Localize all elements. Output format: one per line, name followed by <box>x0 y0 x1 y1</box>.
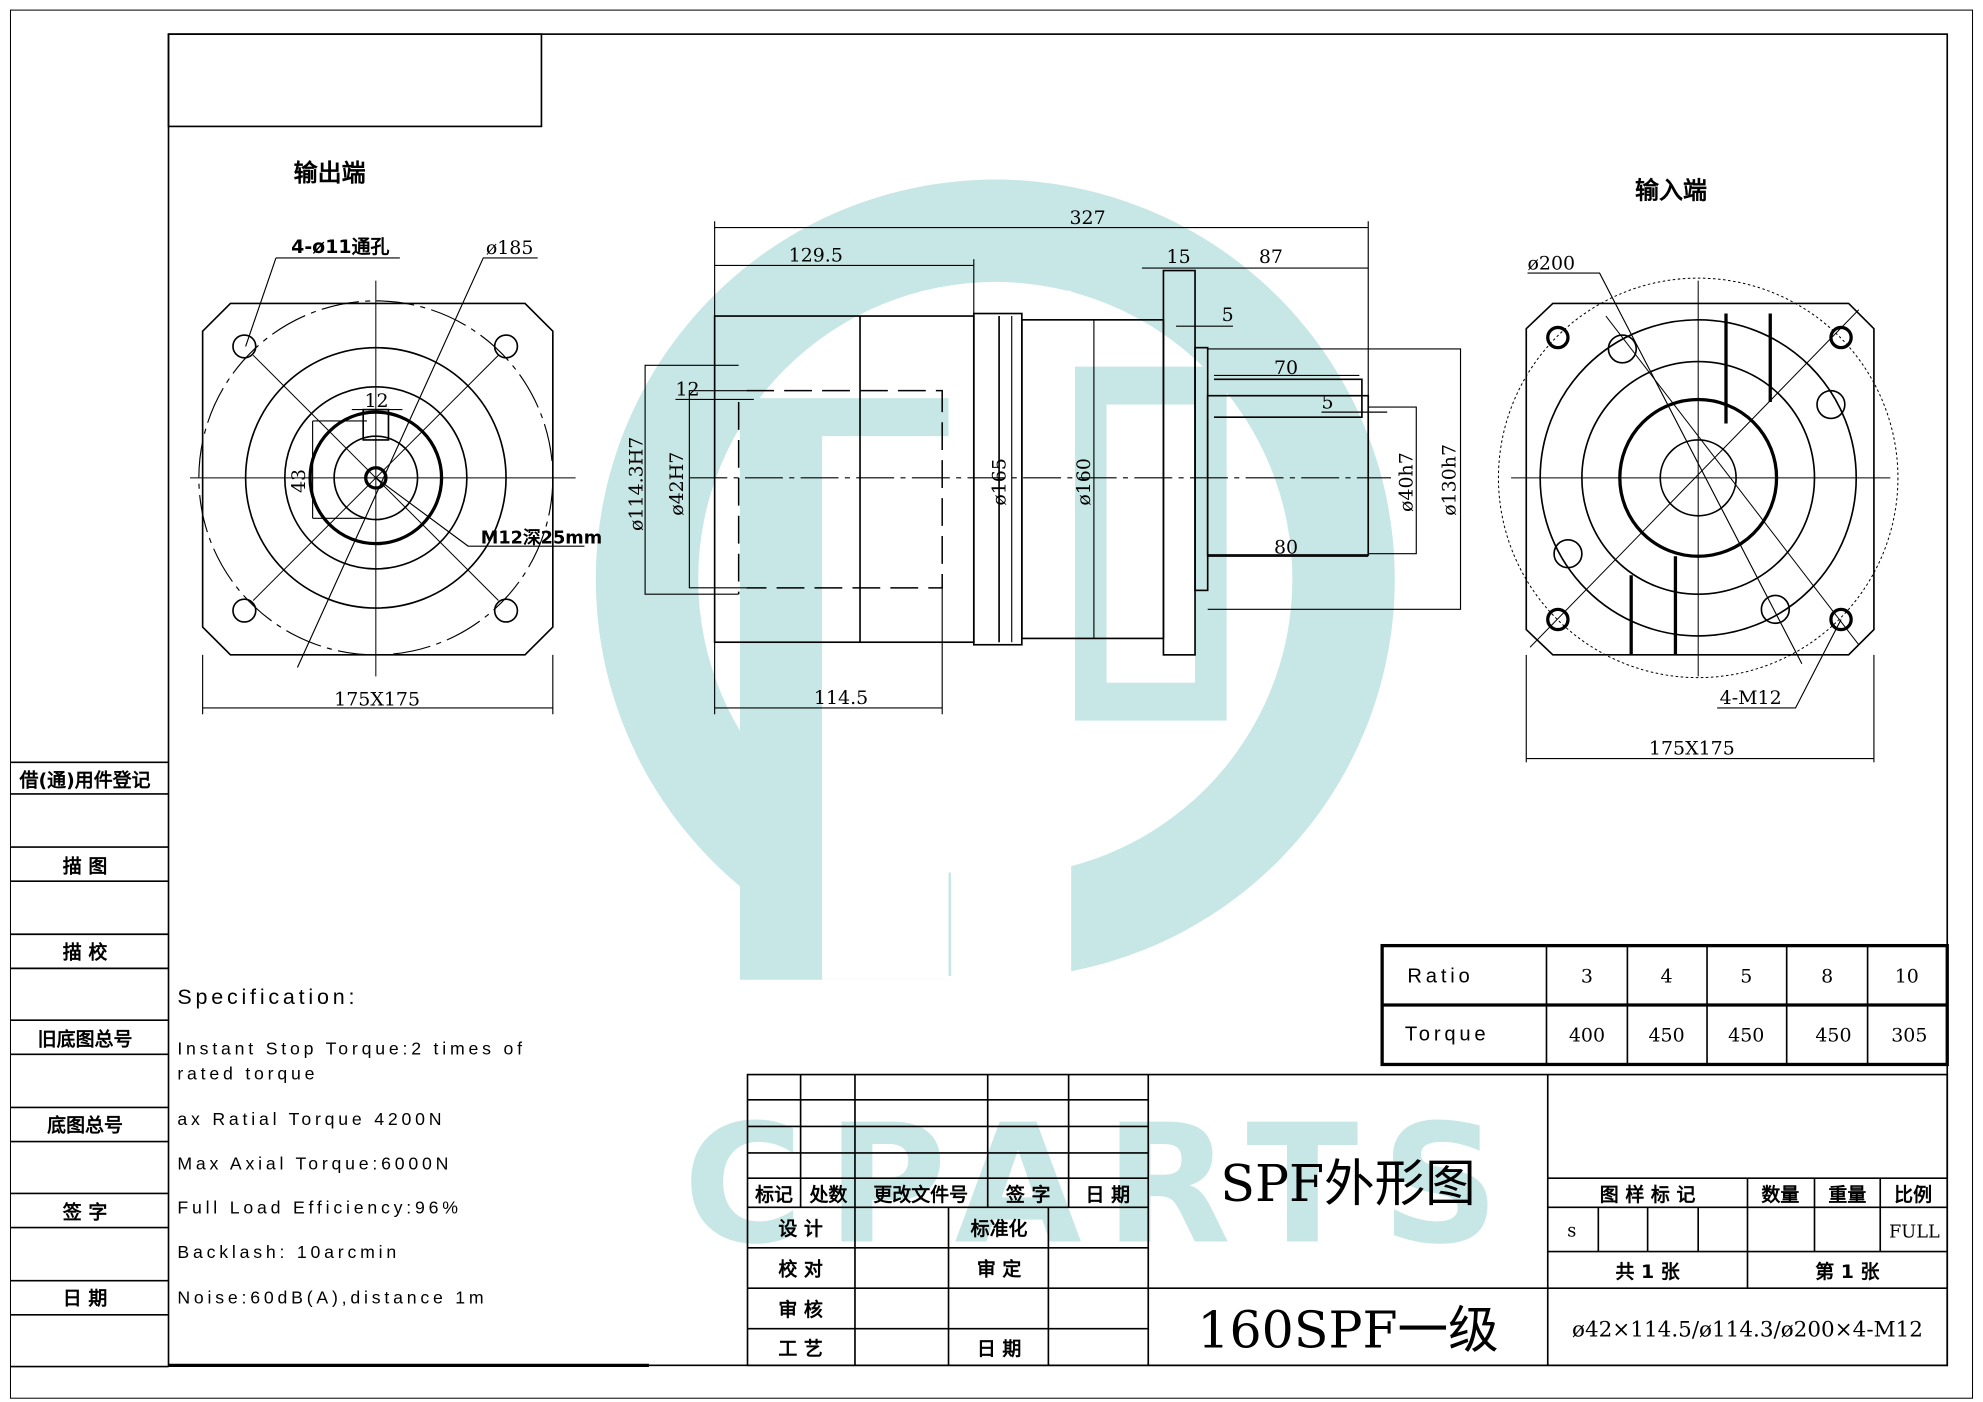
mounting-holes <box>232 334 519 623</box>
label-trace-check: 描 校 <box>63 940 109 963</box>
ratio-cell: 3 <box>1581 965 1593 987</box>
spec-line: Noise:60dB(A),distance 1m <box>177 1287 487 1307</box>
left-registration-column: 借(通)用件登记 描 图 描 校 旧底图总号 底图总号 签 字 日 期 <box>10 761 169 1368</box>
key-length-dim: 70 <box>1274 357 1298 379</box>
label-old-master-no: 旧底图总号 <box>38 1027 133 1050</box>
output-end-view: 输出端 12 43 4-ø11通孔 ø185 M12深25mm 175X175 <box>189 159 602 715</box>
torque-cell: 305 <box>1891 1025 1927 1047</box>
input-thread-callout: 4-M12 <box>1720 687 1782 709</box>
output-end-label: 输出端 <box>294 159 366 187</box>
rev-header: 标记 <box>755 1184 793 1206</box>
input-end-label: 输入端 <box>1635 176 1707 204</box>
dia-165: ø165 <box>988 458 1010 506</box>
weight-header: 重量 <box>1828 1184 1866 1206</box>
input-end-view: 输入端 ø200 4-M12 175X175 <box>1497 176 1899 763</box>
rev-header: 日 期 <box>1086 1184 1131 1206</box>
drawing-mark-header: 图 样 标 记 <box>1600 1183 1696 1206</box>
label-signature: 签 字 <box>62 1201 108 1224</box>
holes-callout: 4-ø11通孔 <box>291 236 389 258</box>
role-review: 审 核 <box>778 1298 823 1321</box>
bore-offset-dim: 12 <box>675 379 699 401</box>
sheets-total: 共 1 张 <box>1615 1261 1679 1283</box>
spec-code: ø42×114.5/ø114.3/ø200×4-M12 <box>1572 1317 1923 1342</box>
output-pilot-dia: ø114.3H7 <box>626 437 648 531</box>
spec-title: Specification: <box>177 985 358 1009</box>
input-pilot-dia: ø130h7 <box>1438 444 1460 516</box>
ratio-cell: 5 <box>1740 965 1752 987</box>
dia-160: ø160 <box>1073 458 1095 506</box>
drawing-title: SPF外形图 <box>1220 1154 1475 1213</box>
torque-cell: 400 <box>1569 1025 1605 1047</box>
shaft-length-dim: 80 <box>1274 537 1298 559</box>
spec-line: Full Load Efficiency:96% <box>177 1198 461 1218</box>
ratio-cell: 8 <box>1821 965 1833 987</box>
flange-thickness-dim: 15 <box>1167 246 1191 268</box>
drawing-mark-value: s <box>1567 1221 1576 1241</box>
approval-final: 审 定 <box>977 1258 1022 1281</box>
rev-header: 更改文件号 <box>873 1183 968 1206</box>
ratio-cell: 4 <box>1661 965 1673 987</box>
ratio-torque-table: Ratio Torque 3 4 5 8 10 400 450 450 450 … <box>1380 943 1949 1067</box>
scale-header: 比例 <box>1894 1183 1932 1206</box>
role-check: 校 对 <box>778 1258 823 1281</box>
spec-line: Backlash: 10arcmin <box>177 1242 400 1262</box>
approval-standardization: 标准化 <box>971 1217 1028 1240</box>
torque-cell: 450 <box>1815 1025 1851 1047</box>
shaft-dia: ø40h7 <box>1395 452 1417 512</box>
label-master-no: 底图总号 <box>47 1113 123 1136</box>
label-tracing: 描 图 <box>63 854 108 877</box>
torque-cell: 450 <box>1648 1025 1684 1047</box>
role-design: 设 计 <box>778 1218 823 1240</box>
overall-length-dim: 327 <box>1069 207 1105 229</box>
key-offset-dim: 5 <box>1321 391 1333 413</box>
thread-callout: M12深25mm <box>481 527 602 549</box>
input-pcd-callout: ø200 <box>1528 252 1576 274</box>
sheet-number: 第 1 张 <box>1815 1260 1879 1283</box>
pcd-callout: ø185 <box>486 237 534 259</box>
bore-dia: ø42H7 <box>666 452 688 516</box>
watermark-logo: CPARTS <box>595 179 1500 1280</box>
rev-header: 签 字 <box>1005 1183 1051 1206</box>
input-size-dim: 175X175 <box>1649 738 1735 760</box>
side-view: 327 129.5 15 87 5 70 5 80 12 114.5 ø114.… <box>626 207 1462 715</box>
output-length-dim: 129.5 <box>789 245 843 267</box>
spec-line: Max Axial Torque:6000N <box>177 1153 452 1173</box>
label-borrow-register: 借(通)用件登记 <box>19 768 151 791</box>
spigot-dim: 5 <box>1222 304 1234 326</box>
title-block: 标记 处数 更改文件号 签 字 日 期 设 计 校 对 审 核 工 艺 标准化 … <box>746 1073 1949 1367</box>
spec-line: Instant Stop Torque:2 times of <box>177 1038 525 1058</box>
torque-cell: 450 <box>1728 1025 1764 1047</box>
spec-line: rated torque <box>177 1064 318 1084</box>
role-process: 工 艺 <box>778 1338 823 1360</box>
bore-depth-dim: 114.5 <box>814 687 868 709</box>
rev-header: 处数 <box>808 1183 848 1206</box>
torque-row-label: Torque <box>1405 1023 1490 1045</box>
key-width-dim: 12 <box>364 390 388 412</box>
input-shaft-length-dim: 87 <box>1259 246 1283 268</box>
scale-value: FULL <box>1889 1223 1940 1243</box>
ratio-row-label: Ratio <box>1407 965 1473 987</box>
spec-line: ax Ratial Torque 4200N <box>177 1109 445 1129</box>
ratio-cell: 10 <box>1895 965 1919 987</box>
output-size-dim: 175X175 <box>334 688 420 710</box>
specification-notes: Specification: Instant Stop Torque:2 tim… <box>177 985 525 1308</box>
approval-date: 日 期 <box>977 1338 1022 1360</box>
label-date: 日 期 <box>63 1288 108 1310</box>
model-name: 160SPF一级 <box>1197 1301 1498 1360</box>
quantity-header: 数量 <box>1761 1183 1799 1206</box>
key-height-dim: 43 <box>288 469 310 493</box>
